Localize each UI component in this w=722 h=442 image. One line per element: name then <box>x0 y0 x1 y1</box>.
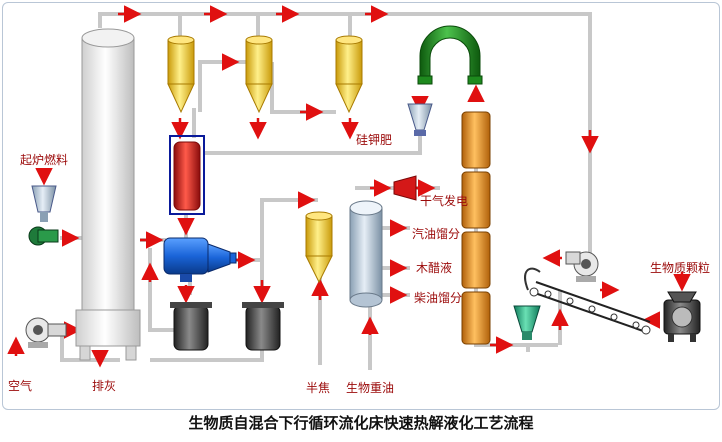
ash-tank-1 <box>170 302 212 351</box>
label-wood-vinegar: 木醋液 <box>416 260 452 275</box>
semi-coke-cyclone <box>305 211 333 284</box>
label-semi-coke: 半焦 <box>306 381 330 395</box>
riser-column <box>75 28 141 361</box>
potash-hopper <box>407 103 433 136</box>
gas-compressor <box>393 175 417 201</box>
return-blower <box>565 251 599 282</box>
label-dry-gas-power: 干气发电 <box>420 193 468 208</box>
char-hopper <box>513 305 541 340</box>
process-flow-diagram: 起炉燃料 空气 排灰 硅钾肥 干气发电 汽油馏分 木醋液 柴油馏分 半焦 生物重… <box>7 5 710 395</box>
condensing-column <box>461 111 491 345</box>
dome-condenser <box>417 25 483 85</box>
ash-tank-2 <box>242 302 284 351</box>
air-blower <box>25 317 67 348</box>
label-bio-heavy-oil: 生物重油 <box>346 381 394 395</box>
fuel-hopper <box>28 185 59 246</box>
cyclone-2 <box>245 35 273 114</box>
heavy-oil-column <box>349 200 383 308</box>
flow-arrows <box>7 5 691 368</box>
label-startup-fuel: 起炉燃料 <box>20 152 68 167</box>
label-potash-fertilizer: 硅钾肥 <box>356 133 392 147</box>
diagram-caption: 生物质自混合下行循环流化床快速热解液化工艺流程 <box>188 414 534 432</box>
downer-reactor <box>169 135 205 215</box>
cyclone-1 <box>167 35 195 114</box>
cyclone-3 <box>335 35 363 114</box>
label-biomass-particles: 生物质颗粒 <box>650 260 710 275</box>
screw-conveyor <box>524 267 651 335</box>
label-diesel-fraction: 柴油馏分 <box>414 291 462 305</box>
gas-solid-separator <box>163 237 237 282</box>
pellet-feeder <box>663 291 701 342</box>
label-gasoline-fraction: 汽油馏分 <box>412 226 460 241</box>
label-ash-discharge: 排灰 <box>92 379 116 393</box>
label-air: 空气 <box>8 378 32 393</box>
